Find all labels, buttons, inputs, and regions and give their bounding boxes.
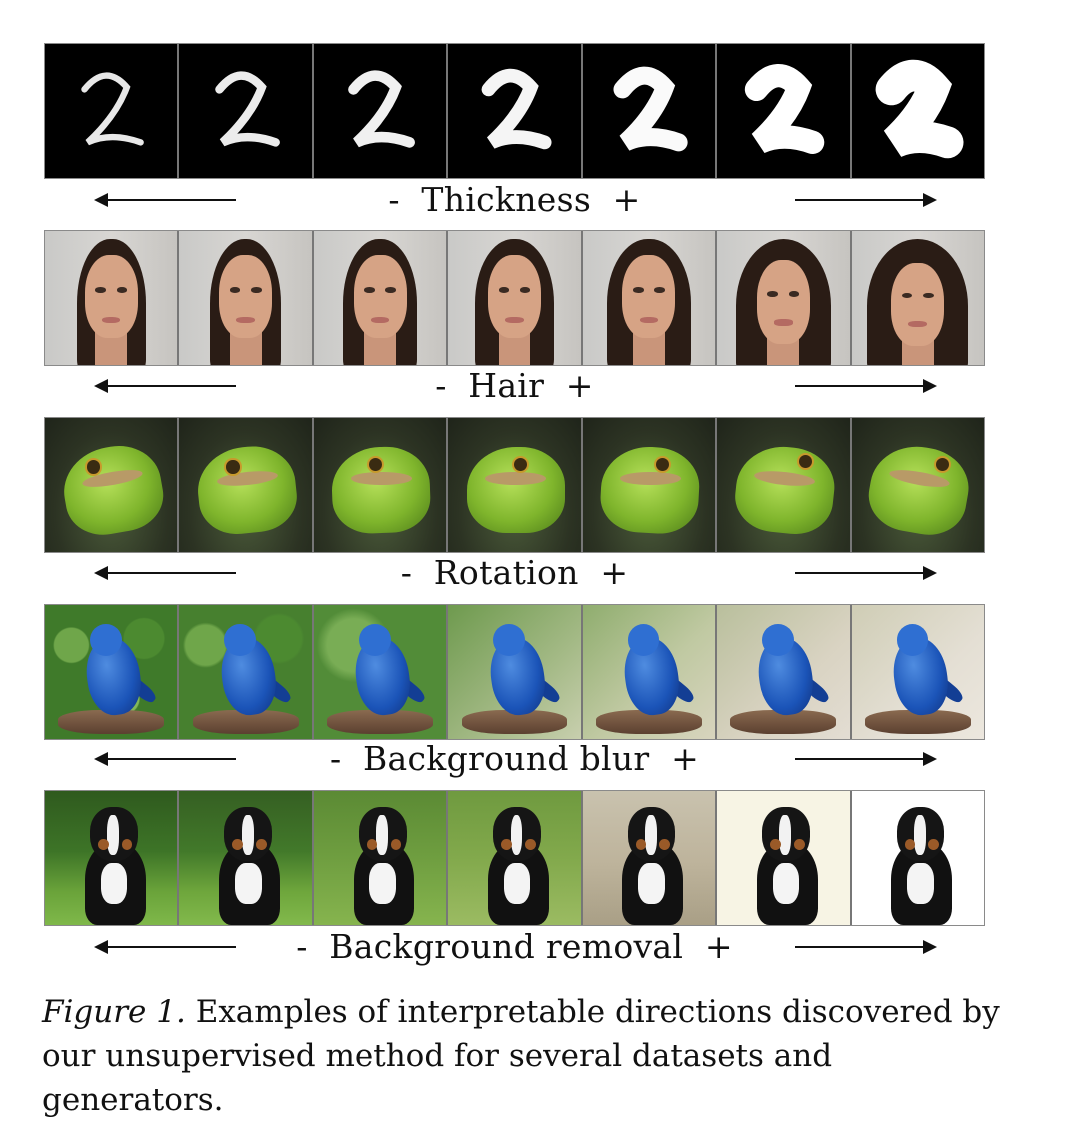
digit-image	[179, 44, 312, 178]
background-removal-caption: - Background removal +	[44, 927, 985, 966]
figure-label: Figure 1.	[42, 994, 186, 1030]
face-image	[179, 231, 312, 365]
frog-image	[313, 418, 447, 552]
bird-image	[448, 605, 581, 739]
dog-image	[45, 791, 178, 925]
dog-image	[313, 791, 447, 925]
direction-label: - Hair +	[435, 366, 594, 405]
caption-text: Examples of interpretable directions dis…	[42, 994, 1000, 1118]
dog-image	[851, 791, 984, 925]
dog-image	[717, 791, 850, 925]
frog-image	[45, 418, 178, 552]
frog-image	[851, 418, 984, 552]
bird-image	[313, 605, 447, 739]
face-image	[717, 231, 850, 365]
direction-label: - Background removal +	[296, 927, 733, 966]
background-blur-caption: - Background blur +	[44, 739, 985, 778]
bird-image	[717, 605, 850, 739]
dog-image	[448, 791, 581, 925]
frog-row	[44, 417, 985, 553]
digit-image	[717, 44, 850, 178]
left-arrow-icon	[94, 752, 236, 766]
bird-image	[179, 605, 312, 739]
digit-image	[313, 44, 447, 178]
figure-caption: Figure 1. Examples of interpretable dire…	[42, 990, 1002, 1122]
bird-image	[851, 605, 984, 739]
thickness-caption: - Thickness +	[44, 180, 985, 219]
direction-label: - Thickness +	[388, 180, 641, 219]
right-arrow-icon	[795, 566, 937, 580]
bird-row	[44, 604, 985, 740]
hair-caption: - Hair +	[44, 366, 985, 405]
frog-image	[717, 418, 850, 552]
face-image	[45, 231, 178, 365]
digit-image	[582, 44, 716, 178]
frog-image	[582, 418, 716, 552]
digit-image	[448, 44, 581, 178]
frog-image	[179, 418, 312, 552]
bird-image	[582, 605, 716, 739]
right-arrow-icon	[795, 940, 937, 954]
face-image	[313, 231, 447, 365]
right-arrow-icon	[795, 752, 937, 766]
face-image	[582, 231, 716, 365]
face-image	[851, 231, 984, 365]
right-arrow-icon	[795, 193, 937, 207]
frog-image	[448, 418, 581, 552]
dog-image	[179, 791, 312, 925]
digit-image	[45, 44, 178, 178]
dog-image	[582, 791, 716, 925]
digit-image	[851, 44, 984, 178]
rotation-caption: - Rotation +	[44, 553, 985, 592]
left-arrow-icon	[94, 566, 236, 580]
direction-label: - Rotation +	[400, 553, 629, 592]
face-image	[448, 231, 581, 365]
dog-row	[44, 790, 985, 926]
left-arrow-icon	[94, 193, 236, 207]
left-arrow-icon	[94, 379, 236, 393]
right-arrow-icon	[795, 379, 937, 393]
left-arrow-icon	[94, 940, 236, 954]
bird-image	[45, 605, 178, 739]
mnist-row	[44, 43, 985, 179]
direction-label: - Background blur +	[329, 739, 700, 778]
face-row	[44, 230, 985, 366]
